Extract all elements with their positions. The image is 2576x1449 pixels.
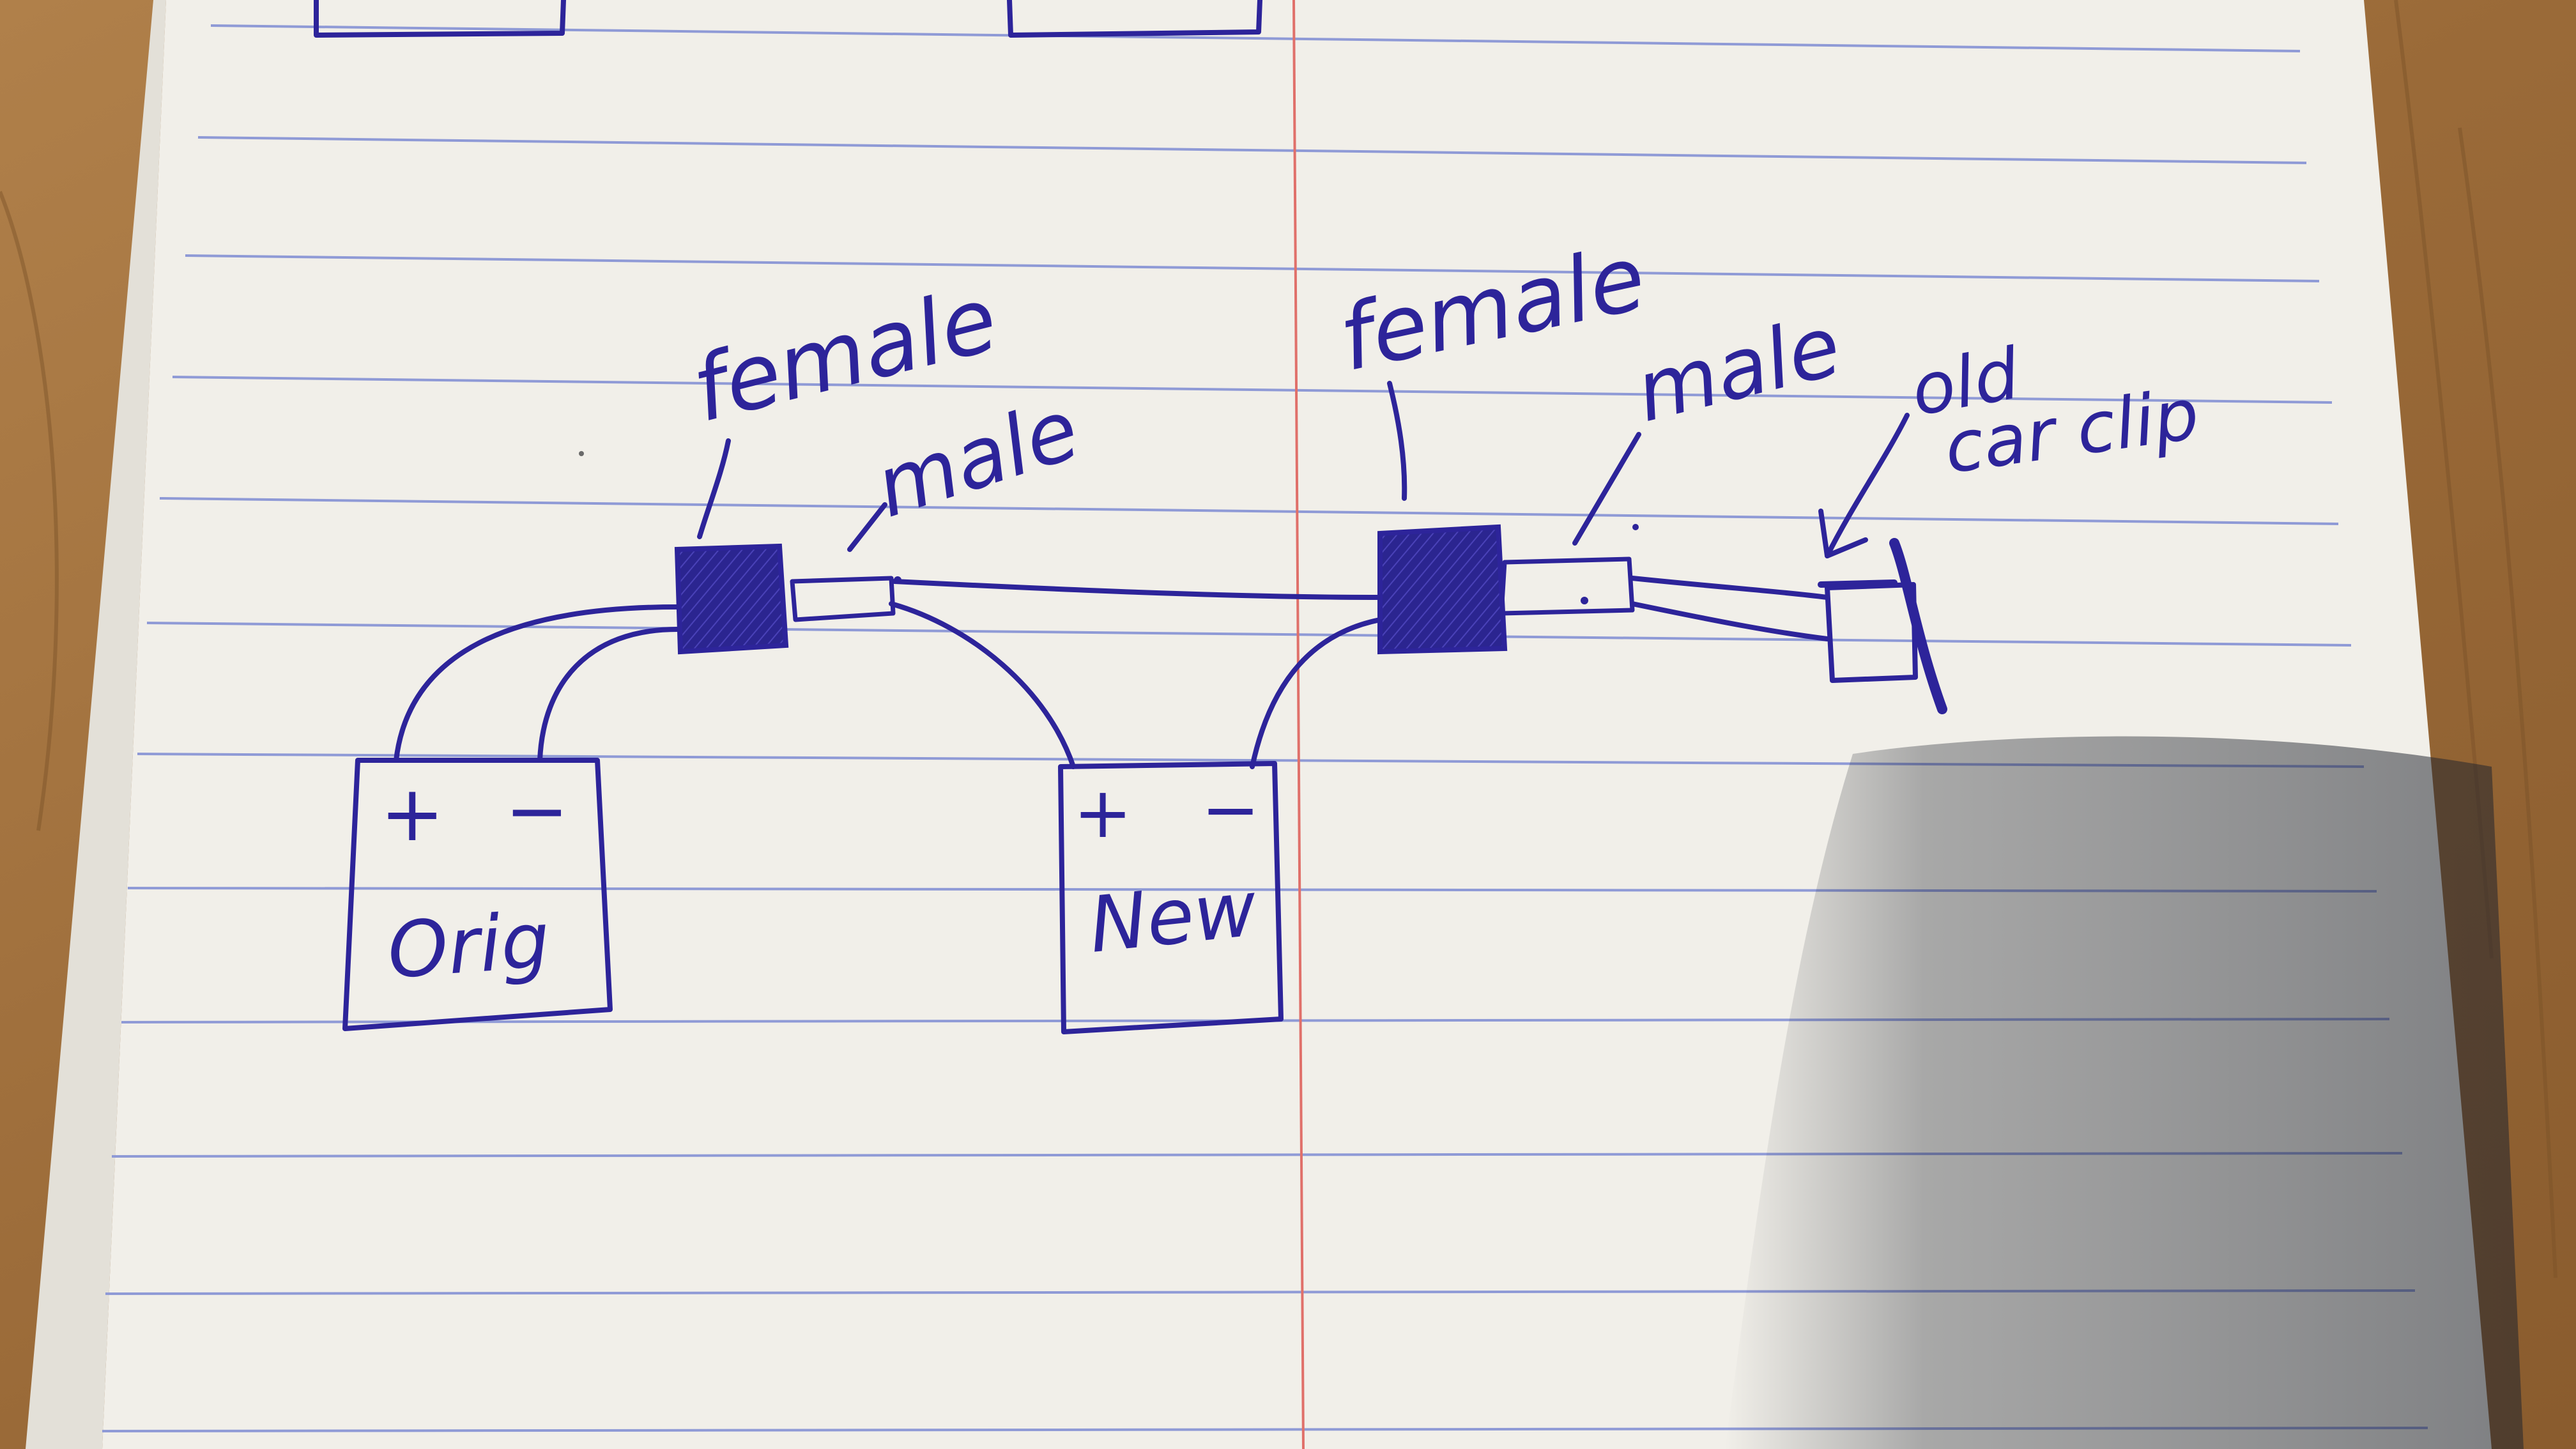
ink-dot: [1632, 524, 1639, 530]
car-clip-top: [1818, 579, 1897, 588]
battery-new-minus: −: [1201, 769, 1260, 850]
battery-new-box: [1058, 761, 1284, 1034]
leader-male-left: [847, 502, 887, 552]
right-female-connector: [1377, 524, 1508, 655]
top-box-right: [1007, 0, 1262, 38]
top-box-left: [314, 0, 566, 38]
battery-new-plus: +: [1073, 772, 1132, 854]
hand-shadow: [1725, 736, 2524, 1449]
ink-dot: [1581, 597, 1588, 604]
leader-female-left: [697, 438, 731, 539]
left-female-connector: [674, 543, 789, 655]
label-clip-line1: old: [1905, 332, 2026, 431]
wire-top-span: [892, 579, 1383, 600]
leader-female-right: [1387, 381, 1407, 501]
page-stack-edge: [26, 0, 166, 1449]
leader-male-right: [1572, 432, 1641, 546]
wire-clip-bottom: [1630, 601, 1830, 641]
left-male-connector: [790, 576, 896, 622]
ink-dot: [579, 451, 584, 456]
arrow-head-car-clip: [1818, 509, 1868, 558]
wire-clip-top: [1630, 576, 1830, 600]
battery-orig-plus: +: [380, 770, 445, 859]
battery-new-label: New: [1085, 864, 1262, 970]
wiring-diagram: [314, 0, 1947, 1034]
wire-new-plus: [889, 601, 1076, 769]
margin-line: [1292, 0, 1305, 1449]
battery-orig-box: [342, 758, 613, 1031]
battery-orig-label: Orig: [385, 896, 552, 996]
car-clip-plate: [1889, 538, 1947, 714]
leader-car-clip: [1825, 413, 1910, 558]
ink-dot: [894, 576, 901, 584]
wire-new-minus: [1250, 617, 1383, 769]
wire-orig-plus: [394, 604, 680, 763]
wire-orig-minus: [537, 627, 680, 763]
battery-orig-minus: −: [505, 767, 569, 855]
